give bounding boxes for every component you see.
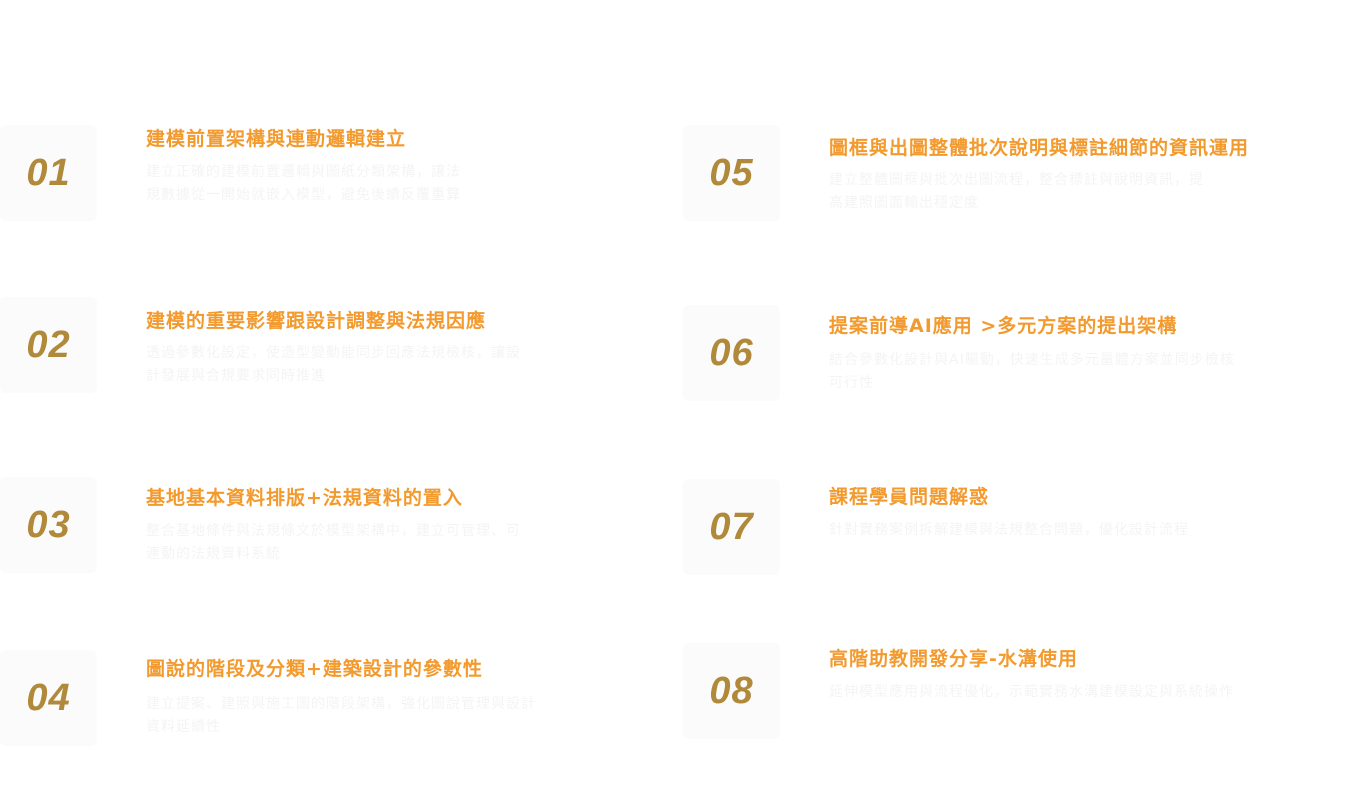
item-title: 基地基本資料排版+法規資料的置入	[146, 487, 463, 509]
number-badge: 08	[683, 643, 780, 739]
item-number: 01	[26, 151, 71, 194]
item-description: 建立正確的建模前置邏輯與圖紙分類架構，讓法規數據從一開始就嵌入模型，避免後續反覆…	[146, 164, 461, 203]
item-title: 圖框與出圖整體批次說明與標註細節的資訊運用	[829, 137, 1250, 159]
item-number: 06	[709, 331, 754, 374]
item-description: 建立整體圖框與批次出圖流程，整合標註與說明資訊，提高建照圖面輸出穩定度	[829, 172, 1204, 211]
item-number: 07	[709, 505, 754, 548]
item-title: 建模的重要影響跟設計調整與法規因應	[146, 310, 487, 332]
item-description: 結合參數化設計與AI驅動，快速生成多元量體方案並同步檢核可行性	[829, 352, 1235, 391]
item-title: 建模前置架構與連動邏輯建立	[146, 128, 407, 150]
item-description: 延伸模型應用與流程優化，示範實務水溝建模設定與系統操作	[829, 684, 1234, 700]
number-badge: 05	[683, 125, 780, 221]
item-number: 04	[26, 676, 71, 719]
number-badge: 03	[0, 477, 97, 573]
item-number: 08	[709, 669, 754, 712]
item-title: 提案前導AI應用 >多元方案的提出架構	[829, 315, 1178, 337]
item-title: 課程學員問題解惑	[829, 486, 990, 508]
number-badge: 02	[0, 297, 97, 393]
item-description: 建立提案、建照與施工圖的階段架構，強化圖說管理與設計資料延續性	[146, 696, 536, 735]
number-badge: 01	[0, 125, 97, 221]
item-title: 圖說的階段及分類+建築設計的參數性	[146, 658, 483, 680]
item-description: 整合基地條件與法規條文於模型架構中，建立可管理、可連動的法規資料系統	[146, 523, 521, 562]
item-description: 透過參數化設定，使造型變動能同步回應法規檢核，讓設計發展與合規要求同時推進	[146, 345, 521, 384]
number-badge: 06	[683, 305, 780, 401]
item-number: 05	[709, 151, 754, 194]
item-description: 針對實務案例拆解建模與法規整合問題，優化設計流程	[829, 522, 1189, 538]
item-number: 03	[26, 503, 71, 546]
number-badge: 04	[0, 650, 97, 746]
item-title: 高階助教開發分享-水溝使用	[829, 648, 1078, 670]
number-badge: 07	[683, 479, 780, 575]
item-number: 02	[26, 323, 71, 366]
